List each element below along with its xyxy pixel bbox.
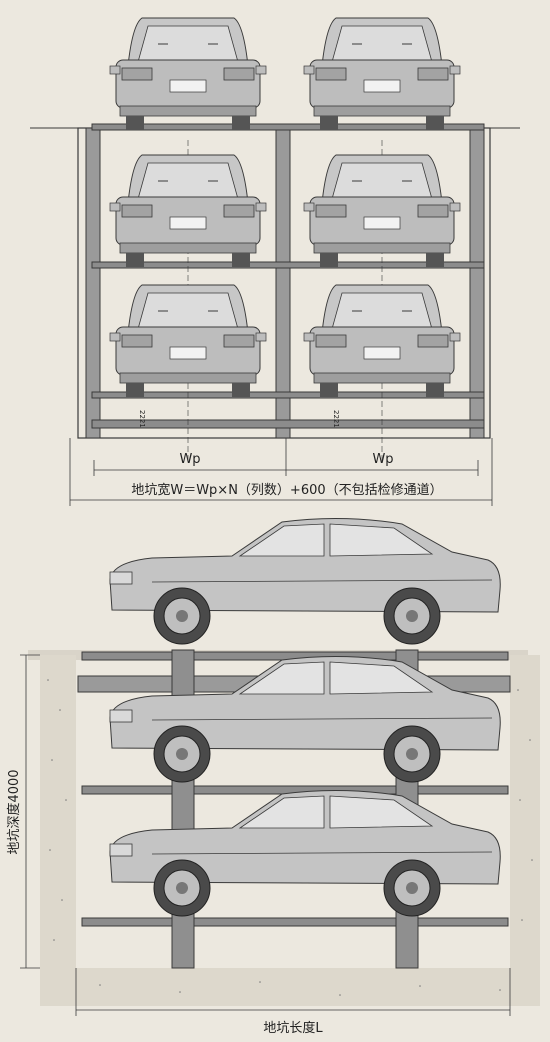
pit-floor [40, 968, 540, 1006]
car-side-middle [109, 655, 501, 783]
small-dim-left: 2221 [138, 410, 146, 428]
pit-length-label: 地坑长度L [263, 1020, 323, 1036]
car-side-bottom [109, 789, 501, 917]
pit-width-formula: 地坑宽W＝Wp×N（列数）+600（不包括检修通道） [131, 482, 442, 498]
wp-label-right: Wp [372, 452, 393, 467]
car-rear-bottom-right [303, 284, 461, 398]
car-rear-bottom-left [109, 284, 267, 398]
front-view: 2221 2221 Wp Wp 地坑宽W＝Wp×N（列数）+600（不包括检修通… [30, 17, 520, 506]
car-rear-top-right [303, 17, 461, 131]
car-rear-middle-left [109, 154, 267, 268]
side-view: 地坑深度4000 地坑长度L [6, 517, 540, 1036]
wp-label-left: Wp [179, 452, 200, 467]
car-side-top [109, 517, 501, 645]
pit-right-wall [510, 655, 540, 970]
car-rear-middle-right [303, 154, 461, 268]
car-rear-top-left [109, 17, 267, 131]
pit-left-wall [40, 655, 76, 970]
small-dim-right: 2221 [332, 410, 340, 428]
pit-depth-label: 地坑深度4000 [6, 769, 22, 854]
